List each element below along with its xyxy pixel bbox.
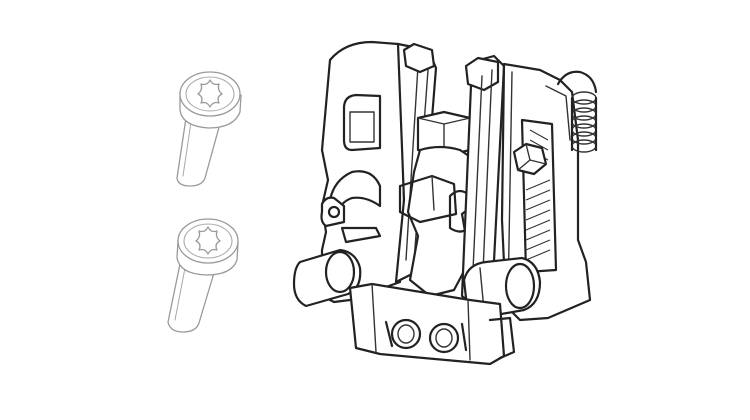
latch-mechanism-assembly bbox=[292, 40, 598, 366]
torx-star-icon bbox=[197, 79, 223, 108]
screw-bottom-shank bbox=[167, 263, 217, 333]
base-bore-left bbox=[390, 318, 422, 350]
base-right-foot bbox=[488, 316, 516, 360]
right-plate-window bbox=[520, 118, 558, 274]
base-bore-right bbox=[428, 322, 460, 354]
torx-star-icon bbox=[195, 226, 221, 255]
torx-screw-bottom bbox=[167, 218, 239, 333]
torx-screw-top bbox=[176, 71, 242, 187]
left-plate-window bbox=[342, 93, 382, 152]
left-flange bbox=[340, 226, 382, 244]
left-plate-slot bbox=[328, 170, 382, 216]
coil-spring bbox=[556, 70, 598, 153]
left-top-cap bbox=[402, 42, 436, 74]
screw-top-shank bbox=[176, 117, 222, 187]
left-tab bbox=[320, 196, 346, 228]
right-top-cap bbox=[464, 56, 500, 92]
